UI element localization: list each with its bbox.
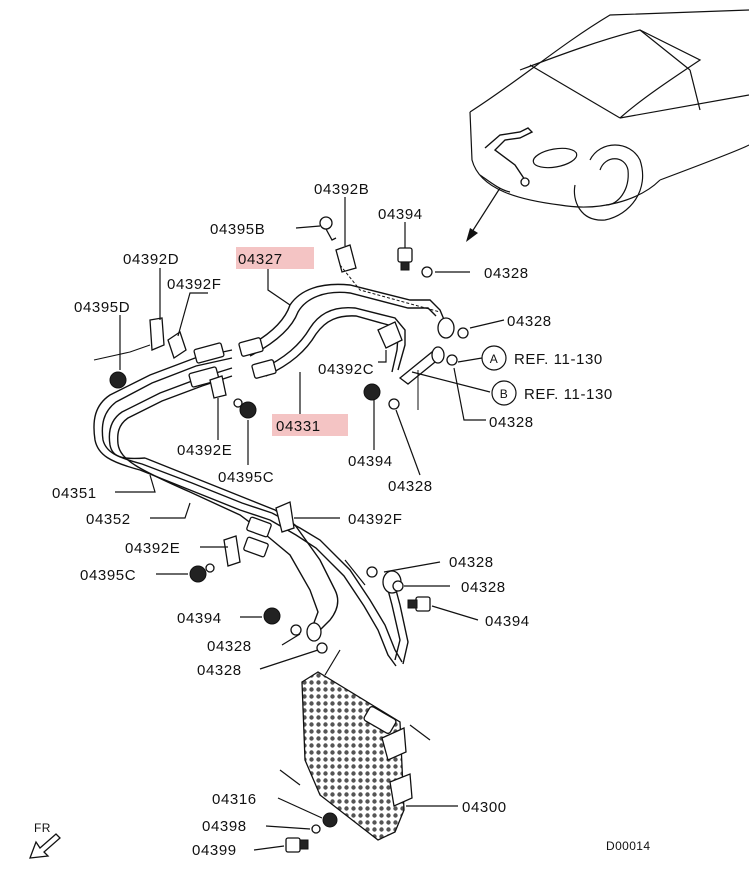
label-04392F-top[interactable]: 04392F xyxy=(167,276,221,293)
front-direction-arrow xyxy=(29,833,61,859)
label-04392F-mid[interactable]: 04392F xyxy=(348,511,402,528)
label-04392D[interactable]: 04392D xyxy=(123,251,179,268)
label-04328-b[interactable]: 04328 xyxy=(507,313,552,330)
label-ref-a[interactable]: REF. 11-130 xyxy=(514,351,603,368)
label-04392C[interactable]: 04392C xyxy=(318,361,374,378)
part-labels: 04392B 04395B 04394 04327 04392D 04328 0… xyxy=(34,181,650,859)
label-04395D[interactable]: 04395D xyxy=(74,299,130,316)
label-04328-g[interactable]: 04328 xyxy=(207,638,252,655)
dashed-lines xyxy=(93,264,441,410)
label-04392E-top[interactable]: 04392E xyxy=(177,442,232,459)
label-04327[interactable]: 04327 xyxy=(238,251,283,268)
label-04399[interactable]: 04399 xyxy=(192,842,237,859)
reference-circle-a: A xyxy=(481,345,507,371)
label-04316[interactable]: 04316 xyxy=(212,791,257,808)
cooler-mount-hardware xyxy=(285,812,338,853)
label-04352[interactable]: 04352 xyxy=(86,511,131,528)
label-04394-low[interactable]: 04394 xyxy=(177,610,222,627)
label-04395B[interactable]: 04395B xyxy=(210,221,265,238)
label-04395C-top[interactable]: 04395C xyxy=(218,469,274,486)
label-04328-h[interactable]: 04328 xyxy=(197,662,242,679)
svg-text:B: B xyxy=(500,387,508,401)
vehicle-outline xyxy=(466,9,749,242)
highlight-04327 xyxy=(236,247,314,269)
label-04328-a[interactable]: 04328 xyxy=(484,265,529,282)
label-04392E-mid[interactable]: 04392E xyxy=(125,540,180,557)
label-04328-c[interactable]: 04328 xyxy=(489,414,534,431)
oil-cooler xyxy=(279,559,431,841)
label-04395C-mid[interactable]: 04395C xyxy=(80,567,136,584)
label-04300[interactable]: 04300 xyxy=(462,799,507,816)
label-04328-d[interactable]: 04328 xyxy=(388,478,433,495)
label-04394-top[interactable]: 04394 xyxy=(378,206,423,223)
label-04331[interactable]: 04331 xyxy=(276,418,321,435)
svg-text:A: A xyxy=(490,352,498,366)
oil-cooler-pipes xyxy=(93,283,446,667)
label-04328-e[interactable]: 04328 xyxy=(449,554,494,571)
label-ref-b[interactable]: REF. 11-130 xyxy=(524,386,613,403)
label-04394-mid[interactable]: 04394 xyxy=(348,453,393,470)
diagram-code: D00014 xyxy=(606,839,650,853)
label-fr: FR xyxy=(34,821,51,835)
label-04328-f[interactable]: 04328 xyxy=(461,579,506,596)
label-04351[interactable]: 04351 xyxy=(52,485,97,502)
reference-circle-b: B xyxy=(491,380,517,406)
clamps-and-brackets xyxy=(109,216,469,654)
label-04394-right[interactable]: 04394 xyxy=(485,613,530,630)
leader-lines xyxy=(115,197,505,851)
label-04398[interactable]: 04398 xyxy=(202,818,247,835)
label-04392B-top[interactable]: 04392B xyxy=(314,181,369,198)
highlight-04331 xyxy=(272,414,348,436)
